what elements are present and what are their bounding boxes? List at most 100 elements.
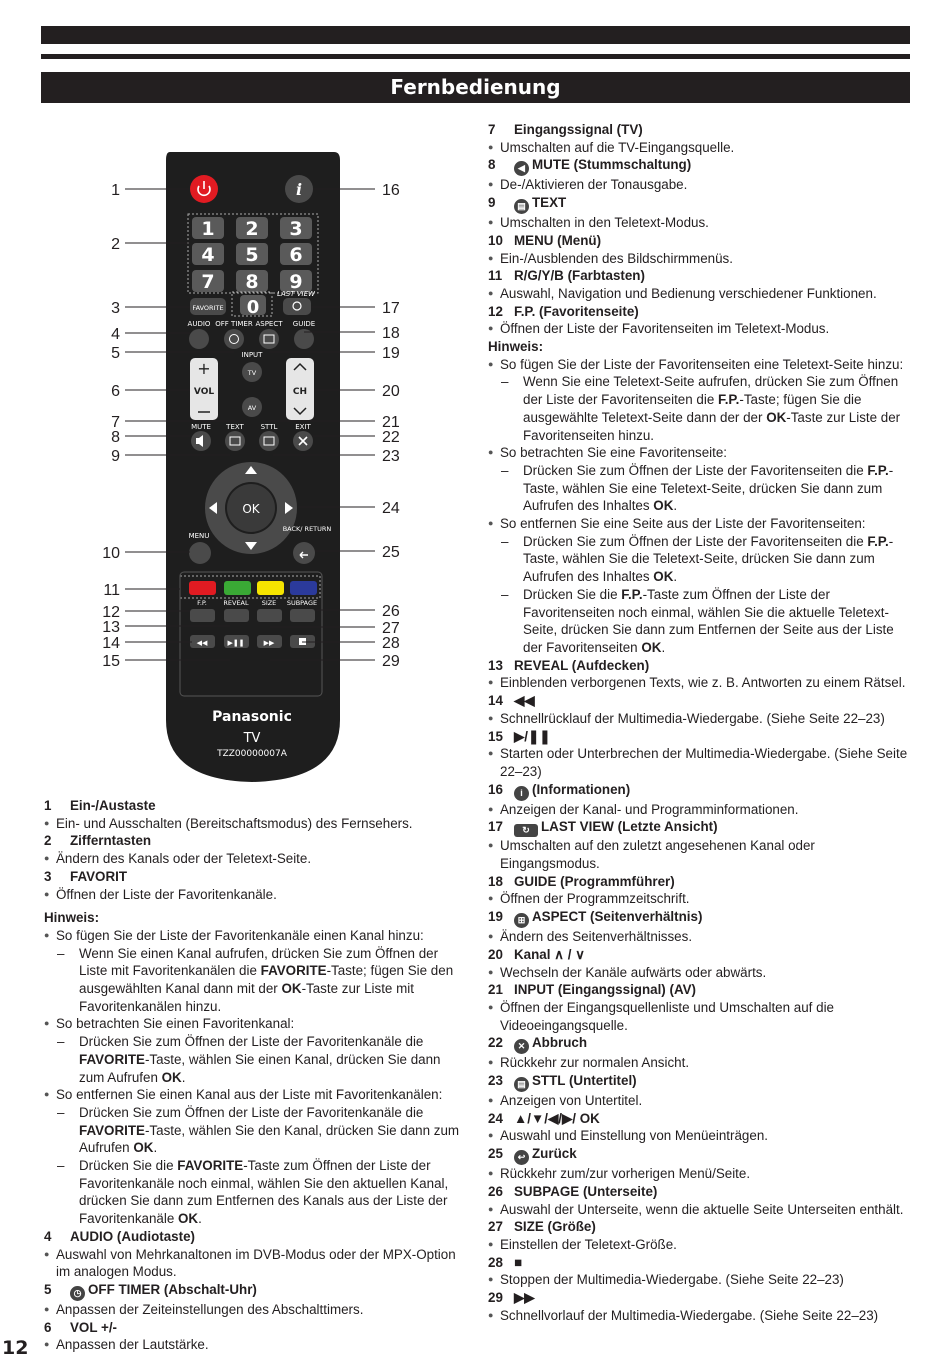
power-icon	[197, 185, 211, 197]
svg-text:F.P.: F.P.	[197, 599, 207, 607]
callout-number: 3	[111, 300, 120, 317]
back-button[interactable]	[293, 542, 315, 564]
item-description: Öffnen der Eingangsquellenliste und Umsc…	[488, 999, 908, 1034]
note-dash: Drücken Sie zum Öffnen der Liste der Fav…	[44, 1104, 464, 1157]
digit-2-button[interactable]	[236, 217, 268, 239]
svg-text:MENU: MENU	[189, 532, 210, 540]
play-pause-button[interactable]	[224, 635, 249, 648]
note-bullet: So fügen Sie der Liste der Favoritenkanä…	[44, 927, 464, 945]
item-description: Auswahl, Navigation und Bedienung versch…	[488, 285, 908, 303]
last-view-icon	[292, 301, 302, 311]
aspect-button[interactable]	[259, 329, 279, 349]
button-symbol-icon: ▤	[514, 199, 529, 215]
off-timer-button[interactable]	[224, 329, 244, 349]
digit-label: 5	[245, 244, 258, 266]
menu-button[interactable]	[189, 542, 211, 564]
green-button[interactable]	[224, 581, 251, 595]
fp-button[interactable]	[190, 609, 215, 622]
yellow-button[interactable]	[257, 581, 284, 595]
digit-3-button[interactable]	[280, 217, 312, 239]
vol-rocker[interactable]	[190, 358, 218, 420]
item-description: Umschalten auf die TV-Eingangsquelle.	[488, 139, 908, 157]
play-pause-icon: ▶❚❚	[227, 639, 244, 647]
item-title: F.P. (Favoritenseite)	[514, 303, 639, 319]
reveal-button[interactable]	[224, 609, 249, 622]
callout-number: 15	[102, 653, 120, 670]
item-title: Kanal ∧ / ∨	[514, 946, 585, 962]
item-heading: 24▲/▼/◀/▶/ OK	[488, 1110, 908, 1128]
note-dash: Drücken Sie zum Öffnen der Liste der Fav…	[488, 462, 908, 515]
ok-button[interactable]	[227, 484, 275, 532]
sttl-button[interactable]	[259, 431, 279, 451]
digit-6-button[interactable]	[280, 243, 312, 265]
button-symbol-icon: i	[514, 785, 529, 801]
callout-number: 7	[111, 414, 120, 431]
button-symbol-icon: ◀	[514, 161, 529, 177]
item-description: Ein- und Ausschalten (Bereitschaftsmodus…	[44, 815, 464, 833]
svg-text:BACK/ RETURN: BACK/ RETURN	[283, 525, 332, 533]
ok-label: OK	[242, 502, 260, 516]
digit-0-button[interactable]	[240, 295, 266, 315]
item-title: MENU (Menü)	[514, 232, 602, 248]
item-title: REVEAL (Aufdecken)	[514, 657, 650, 673]
svg-text:AUDIO: AUDIO	[188, 320, 211, 328]
item-number: 27	[488, 1219, 503, 1235]
item-number: 20	[488, 946, 503, 962]
guide-button[interactable]	[294, 329, 314, 349]
fast-forward-button[interactable]	[257, 635, 282, 648]
item-heading: 15▶/❚❚	[488, 728, 908, 746]
info-button[interactable]	[285, 175, 313, 203]
note-bullet: So entfernen Sie eine Seite aus der List…	[488, 515, 908, 533]
callout-number: 22	[382, 429, 400, 446]
aspect-icon	[263, 334, 275, 344]
callout-number: 29	[382, 653, 400, 670]
tv-button[interactable]	[242, 362, 262, 382]
callout-number: 27	[382, 620, 400, 637]
item-description: Ändern des Kanals oder der Teletext-Seit…	[44, 850, 464, 868]
digit-7-button[interactable]	[192, 270, 224, 292]
digit-8-button[interactable]	[236, 270, 268, 292]
item-number: 25	[488, 1146, 503, 1162]
blue-button[interactable]	[290, 581, 317, 595]
digit-label: 8	[245, 271, 258, 293]
av-button[interactable]	[242, 397, 262, 417]
rewind-button[interactable]	[190, 635, 215, 648]
ch-rocker[interactable]	[286, 358, 314, 420]
tv-label: TV	[243, 731, 261, 746]
button-symbol-icon: ◷	[70, 1285, 85, 1301]
red-button[interactable]	[189, 581, 216, 595]
callout-number: 26	[382, 603, 400, 620]
svg-text:TV: TV	[247, 369, 257, 377]
last-view-button[interactable]	[283, 298, 311, 315]
audio-button[interactable]	[189, 329, 209, 349]
item-description: Öffnen der Liste der Favoritenkanäle.	[44, 886, 464, 904]
favorite-button[interactable]	[190, 298, 226, 315]
callout-number: 25	[382, 544, 400, 561]
text-button[interactable]	[225, 431, 245, 451]
digit-1-button[interactable]	[192, 217, 224, 239]
digits-outline	[187, 213, 319, 294]
ch-up-icon	[293, 362, 307, 371]
digit-5-button[interactable]	[236, 243, 268, 265]
digit-4-button[interactable]	[192, 243, 224, 265]
item-title: STTL (Untertitel)	[532, 1073, 637, 1089]
item-heading: 28■	[488, 1254, 908, 1272]
size-button[interactable]	[257, 609, 282, 622]
item-description: Auswahl der Unterseite, wenn die aktuell…	[488, 1201, 908, 1219]
digit-9-button[interactable]	[280, 270, 312, 292]
item-number: 15	[488, 728, 503, 744]
svg-text:+: +	[197, 359, 210, 378]
favorite-label: FAVORITE	[192, 304, 223, 312]
item-title: SUBPAGE (Unterseite)	[514, 1183, 658, 1199]
item-description: Ändern des Seitenverhältnisses.	[488, 928, 908, 946]
note-dash: Wenn Sie eine Teletext-Seite aufrufen, d…	[488, 373, 908, 444]
item-description: Auswahl von Mehrkanaltonen im DVB-Modus …	[44, 1246, 464, 1281]
subpage-button[interactable]	[290, 609, 315, 622]
item-title: ▶▶	[514, 1290, 535, 1306]
note-bullet: So fügen Sie der Liste der Favoritenseit…	[488, 356, 908, 374]
svg-text:TEXT: TEXT	[225, 423, 244, 431]
